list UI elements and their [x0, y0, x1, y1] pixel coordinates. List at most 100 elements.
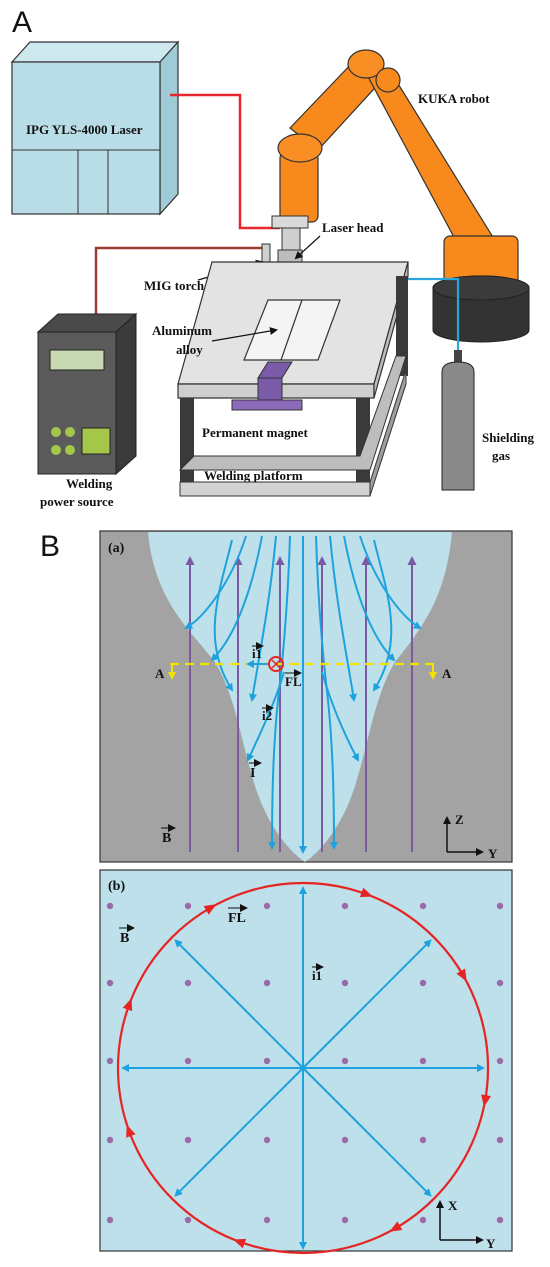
panel-a-letter: A [12, 6, 32, 39]
laser-cabinet [10, 40, 180, 216]
aluminum-plates [243, 299, 341, 361]
section-label-right: A [442, 666, 452, 681]
lorentz-arrowhead [481, 1094, 491, 1108]
lorentz-arrowhead [359, 887, 373, 898]
fl-label-a: FL [285, 674, 302, 689]
field-dot [263, 1216, 271, 1224]
field-dot [419, 902, 427, 910]
permanent-magnet [231, 361, 303, 411]
i1-label-a: i1 [252, 646, 262, 661]
axis-z-label: Z [455, 812, 464, 827]
lorentz-arrowhead [389, 1221, 403, 1232]
lorentz-arrowhead [122, 998, 133, 1012]
field-dot [184, 1216, 192, 1224]
laser-head-leader [294, 235, 321, 260]
power-label-1: Welding [66, 476, 113, 491]
field-dot [106, 1136, 114, 1144]
current-lines [184, 535, 422, 854]
field-dot [419, 1057, 427, 1065]
field-dot [106, 1057, 114, 1065]
field-dot [341, 1136, 349, 1144]
power-label-2: power source [40, 494, 114, 509]
lorentz-arrowhead [126, 1124, 136, 1138]
field-dot [263, 902, 271, 910]
field-dots [106, 902, 504, 1224]
field-dot [263, 1057, 271, 1065]
current-line [315, 535, 338, 850]
field-dot [341, 902, 349, 910]
subpanel-a-tag: (a) [108, 541, 125, 556]
platform-label: Welding platform [204, 468, 303, 483]
field-dot [184, 1136, 192, 1144]
field-dot [496, 1216, 504, 1224]
lorentz-arrowhead [203, 904, 217, 915]
current-line [321, 671, 359, 762]
gas-label-2: gas [492, 448, 510, 463]
panel-a: A IPG YLS-4000 Laser KUKA [10, 6, 535, 509]
gas-label-1: Shielding [482, 430, 535, 445]
laser-label: IPG YLS-4000 Laser [26, 122, 143, 137]
alloy-label-2: alloy [176, 342, 203, 357]
field-dot [106, 1216, 114, 1224]
field-dot [496, 979, 504, 987]
field-dot [184, 1057, 192, 1065]
i1-label-b: i1 [312, 968, 322, 983]
i2-label: i2 [262, 708, 272, 723]
lorentz-arrowhead [233, 1238, 247, 1249]
current-label: I [250, 766, 255, 781]
robot-label: KUKA robot [418, 91, 490, 106]
field-dot [496, 1136, 504, 1144]
current-line [329, 535, 357, 702]
field-dot [184, 902, 192, 910]
panel-b: B (a) A A i1 FL i2 I [40, 530, 513, 1255]
field-dot [341, 1216, 349, 1224]
field-dot [496, 1057, 504, 1065]
radial-current-arrow [174, 1067, 304, 1197]
field-dot [341, 979, 349, 987]
current-line [343, 535, 396, 662]
magnetic-field-lines [185, 556, 417, 852]
section-label-left: A [155, 666, 165, 681]
subpanel-a: (a) A A i1 FL i2 I B [99, 530, 513, 863]
axis-y-label-a: Y [488, 846, 498, 861]
field-dot [419, 979, 427, 987]
field-dot [106, 902, 114, 910]
current-line [210, 535, 263, 662]
welding-platform [177, 261, 409, 497]
mig-torch-label: MIG torch [144, 278, 205, 293]
weld-pool [148, 532, 452, 862]
current-line [372, 539, 393, 692]
field-dot [419, 1136, 427, 1144]
laser-head-label: Laser head [322, 220, 384, 235]
lorentz-marker [268, 656, 284, 672]
field-dot [341, 1057, 349, 1065]
radial-current-arrow [174, 939, 304, 1069]
field-dot [419, 1216, 427, 1224]
lorentz-direction-arrows [122, 887, 491, 1249]
alloy-label-1: Aluminum [152, 323, 212, 338]
field-dot [184, 979, 192, 987]
subpanel-b-tag: (b) [108, 879, 125, 894]
b-label-a: B [162, 831, 171, 846]
lorentz-circle [116, 881, 490, 1255]
current-line [249, 535, 277, 702]
current-line [213, 539, 234, 692]
laser-fiber [170, 93, 280, 230]
field-dot [106, 979, 114, 987]
gas-cylinder [441, 350, 475, 491]
panel-b-letter: B [40, 530, 60, 563]
current-line [268, 535, 291, 850]
alloy-leader [211, 327, 278, 342]
radial-current-arrow [302, 1067, 432, 1197]
field-dot [263, 979, 271, 987]
radial-currents [121, 886, 485, 1250]
radial-current-arrow [302, 939, 432, 1069]
field-dot [263, 1136, 271, 1144]
lorentz-arrowhead [456, 968, 467, 982]
b-label-b: B [120, 931, 129, 946]
subpanel-b: (b) FL B i1 X Y [99, 869, 513, 1255]
welding-power-source [36, 312, 138, 476]
axis-y-label-b: Y [486, 1236, 496, 1251]
axis-x-label: X [448, 1198, 458, 1213]
